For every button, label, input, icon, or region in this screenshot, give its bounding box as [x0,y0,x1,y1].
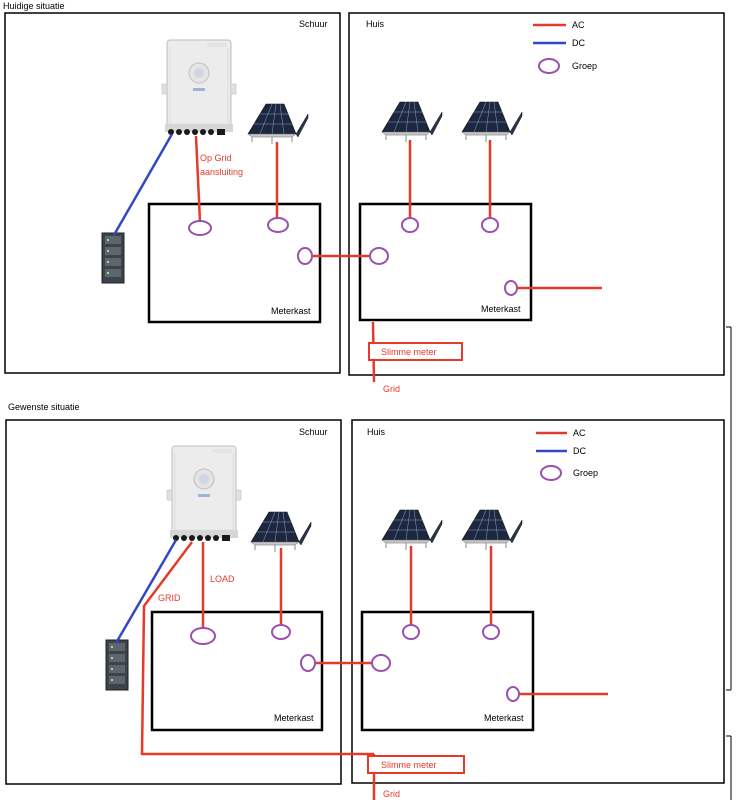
top-inverter-ac-wire [194,135,202,223]
bottom-section: Gewenste situatie Schuur Huis AC DC Groe… [5,402,725,800]
top-groep-shed-link [297,247,313,265]
top-shed-meterkast-label: Meterkast [271,306,311,316]
bottom-smart-meter-label: Slimme meter [381,760,437,770]
top-house-solar-panel-2-icon [461,101,523,143]
bottom-groep-shed-link [300,654,316,672]
bottom-inverter-icon [166,445,242,542]
top-inverter-icon [161,39,237,136]
top-shed-solar-panel-icon [247,103,309,145]
top-legend-groep-label: Groep [572,61,597,71]
bottom-groep-outgoing [506,686,520,702]
top-legend: AC DC Groep [533,20,597,74]
bottom-house-meterkast-label: Meterkast [484,713,524,723]
bottom-house-meterkast [360,610,535,732]
bottom-house-solar-panel-2-icon [461,509,523,551]
top-shed-label: Schuur [299,19,328,29]
top-house-label: Huis [366,19,385,29]
bottom-legend: AC DC Groep [536,428,598,481]
bottom-house-frame [351,419,725,784]
bottom-groep-load [190,627,216,645]
top-groep-house-solar-1 [401,217,419,233]
bottom-dc-wire [114,539,178,644]
top-groep-inverter [188,220,212,236]
bottom-shed-label: Schuur [299,427,328,437]
bottom-shed-frame [5,419,342,785]
bottom-shed-meterkast-label: Meterkast [274,713,314,723]
bottom-grid-line-label: GRID [158,593,181,603]
top-inverter-label-line-2: aansluiting [200,167,243,177]
top-house-meterkast-label: Meterkast [481,304,521,314]
bottom-load-label: LOAD [210,574,235,584]
bottom-section-title: Gewenste situatie [8,402,80,412]
top-groep-shed-solar [267,217,289,233]
top-section-title: Huidige situatie [3,1,65,11]
bottom-legend-ac-label: AC [573,428,586,438]
top-grid-label: Grid [383,384,400,394]
top-shed-meterkast [147,202,322,324]
top-house-meterkast [358,202,533,322]
bottom-groep-house-link [371,654,391,672]
top-legend-groep-icon [538,58,560,74]
top-inverter-label-line-1: Op Grid [200,153,232,163]
bottom-shed-meterkast [150,610,324,732]
top-groep-house-solar-2 [481,217,499,233]
top-legend-ac-label: AC [572,20,585,30]
bottom-legend-dc-label: DC [573,446,586,456]
bottom-grid-route-wire [140,541,374,756]
bottom-grid-label: Grid [383,789,400,799]
bottom-smart-meter-box [367,755,465,774]
top-groep-outgoing [504,280,518,296]
top-shed-frame [4,12,341,374]
bottom-groep-shed-solar [271,624,291,640]
top-section: Huidige situatie Schuur Huis AC DC Groep… [3,1,725,394]
bottom-house-solar-panel-1-icon [381,509,443,551]
top-house-solar-panel-1-icon [381,101,443,143]
top-legend-dc-label: DC [572,38,585,48]
bottom-groep-house-solar-2 [482,624,500,640]
top-battery-icon [101,232,125,284]
top-house-frame [348,12,725,376]
top-groep-house-link [369,247,389,265]
bottom-legend-groep-icon [540,465,562,481]
top-smart-meter-label: Slimme meter [381,347,437,357]
bottom-legend-groep-label: Groep [573,468,598,478]
bottom-shed-solar-panel-icon [250,511,312,553]
bottom-house-label: Huis [367,427,386,437]
top-smart-meter-box [368,342,463,361]
bottom-groep-house-solar-1 [402,624,420,640]
top-dc-wire [112,133,174,236]
bottom-battery-icon [105,639,129,691]
